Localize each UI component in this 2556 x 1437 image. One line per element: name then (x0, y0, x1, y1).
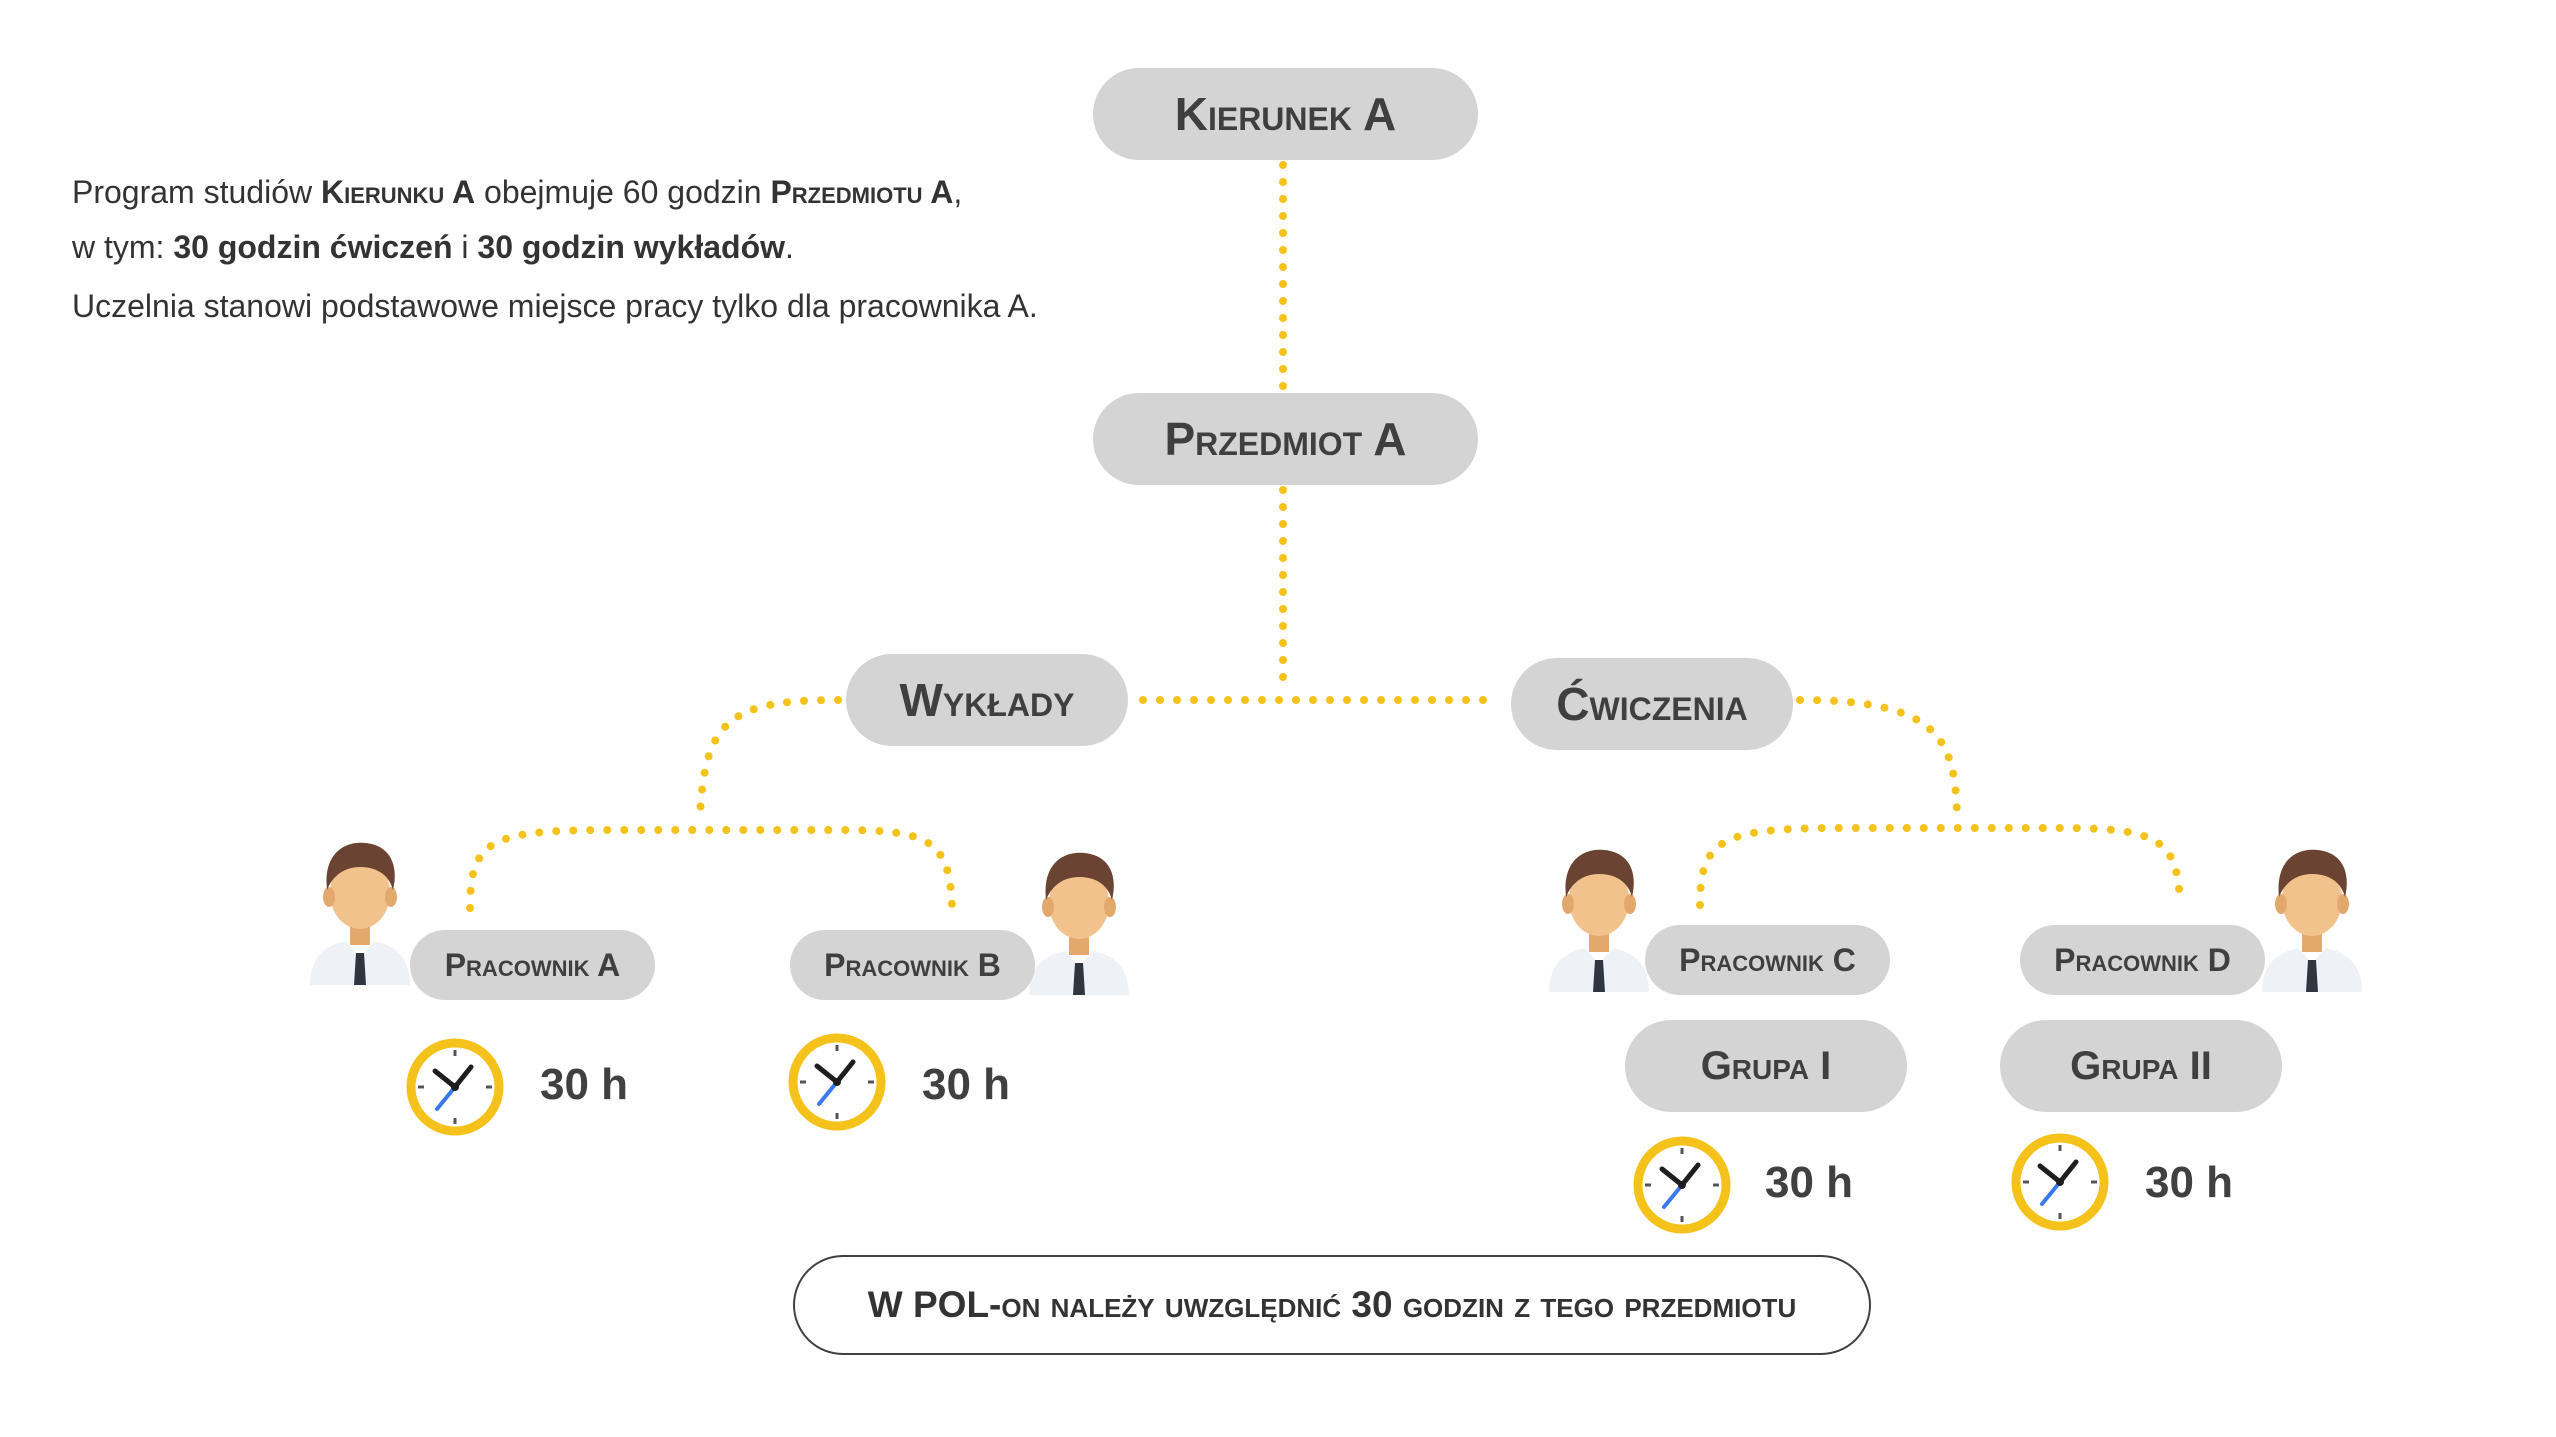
person-icon (1549, 849, 1649, 992)
node-pracownik-c: Pracownik C (1645, 925, 1890, 995)
clock-icon (788, 1033, 886, 1131)
node-wyklady: Wykłady (846, 654, 1128, 746)
connector-cwiczenia-branch (1796, 696, 1961, 819)
intro-line-3: Uczelnia stanowi podstawowe miejsce prac… (72, 288, 1038, 324)
connector-pracownik-c-d (1696, 824, 2184, 909)
person-icon (310, 842, 410, 985)
connector-pracownik-a-b (466, 826, 956, 912)
hours-grupa-1: 30 h (1765, 1158, 1854, 1207)
node-kierunek-a: Kierunek A (1093, 68, 1478, 160)
clock-icon (406, 1038, 504, 1136)
node-grupa-2: Grupa II (2000, 1020, 2282, 1112)
intro-line-1: Program studiów Kierunku A obejmuje 60 g… (72, 174, 963, 210)
node-pracownik-b: Pracownik B (790, 930, 1035, 1000)
clock-icon (1633, 1136, 1731, 1234)
person-icon (2262, 849, 2362, 992)
hours-pracownik-a: 30 h (540, 1060, 629, 1109)
intro-text: Program studiów Kierunku A obejmuje 60 g… (72, 165, 1038, 334)
node-przedmiot-a: Przedmiot A (1093, 393, 1478, 485)
person-icon (1029, 852, 1129, 995)
node-grupa-1: Grupa I (1625, 1020, 1907, 1112)
hours-grupa-2: 30 h (2145, 1158, 2234, 1207)
pol-on-note: W POL-on należy uwzględnić 30 godzin z t… (793, 1255, 1871, 1355)
node-pracownik-d: Pracownik D (2020, 925, 2265, 995)
node-cwiczenia: Ćwiczenia (1511, 658, 1793, 750)
node-pracownik-a: Pracownik A (410, 930, 655, 1000)
clock-icon (2011, 1133, 2109, 1231)
intro-line-2: w tym: 30 godzin ćwiczeń i 30 godzin wyk… (72, 229, 794, 265)
hours-pracownik-b: 30 h (922, 1060, 1011, 1109)
connector-wyklady-branch (696, 696, 842, 819)
